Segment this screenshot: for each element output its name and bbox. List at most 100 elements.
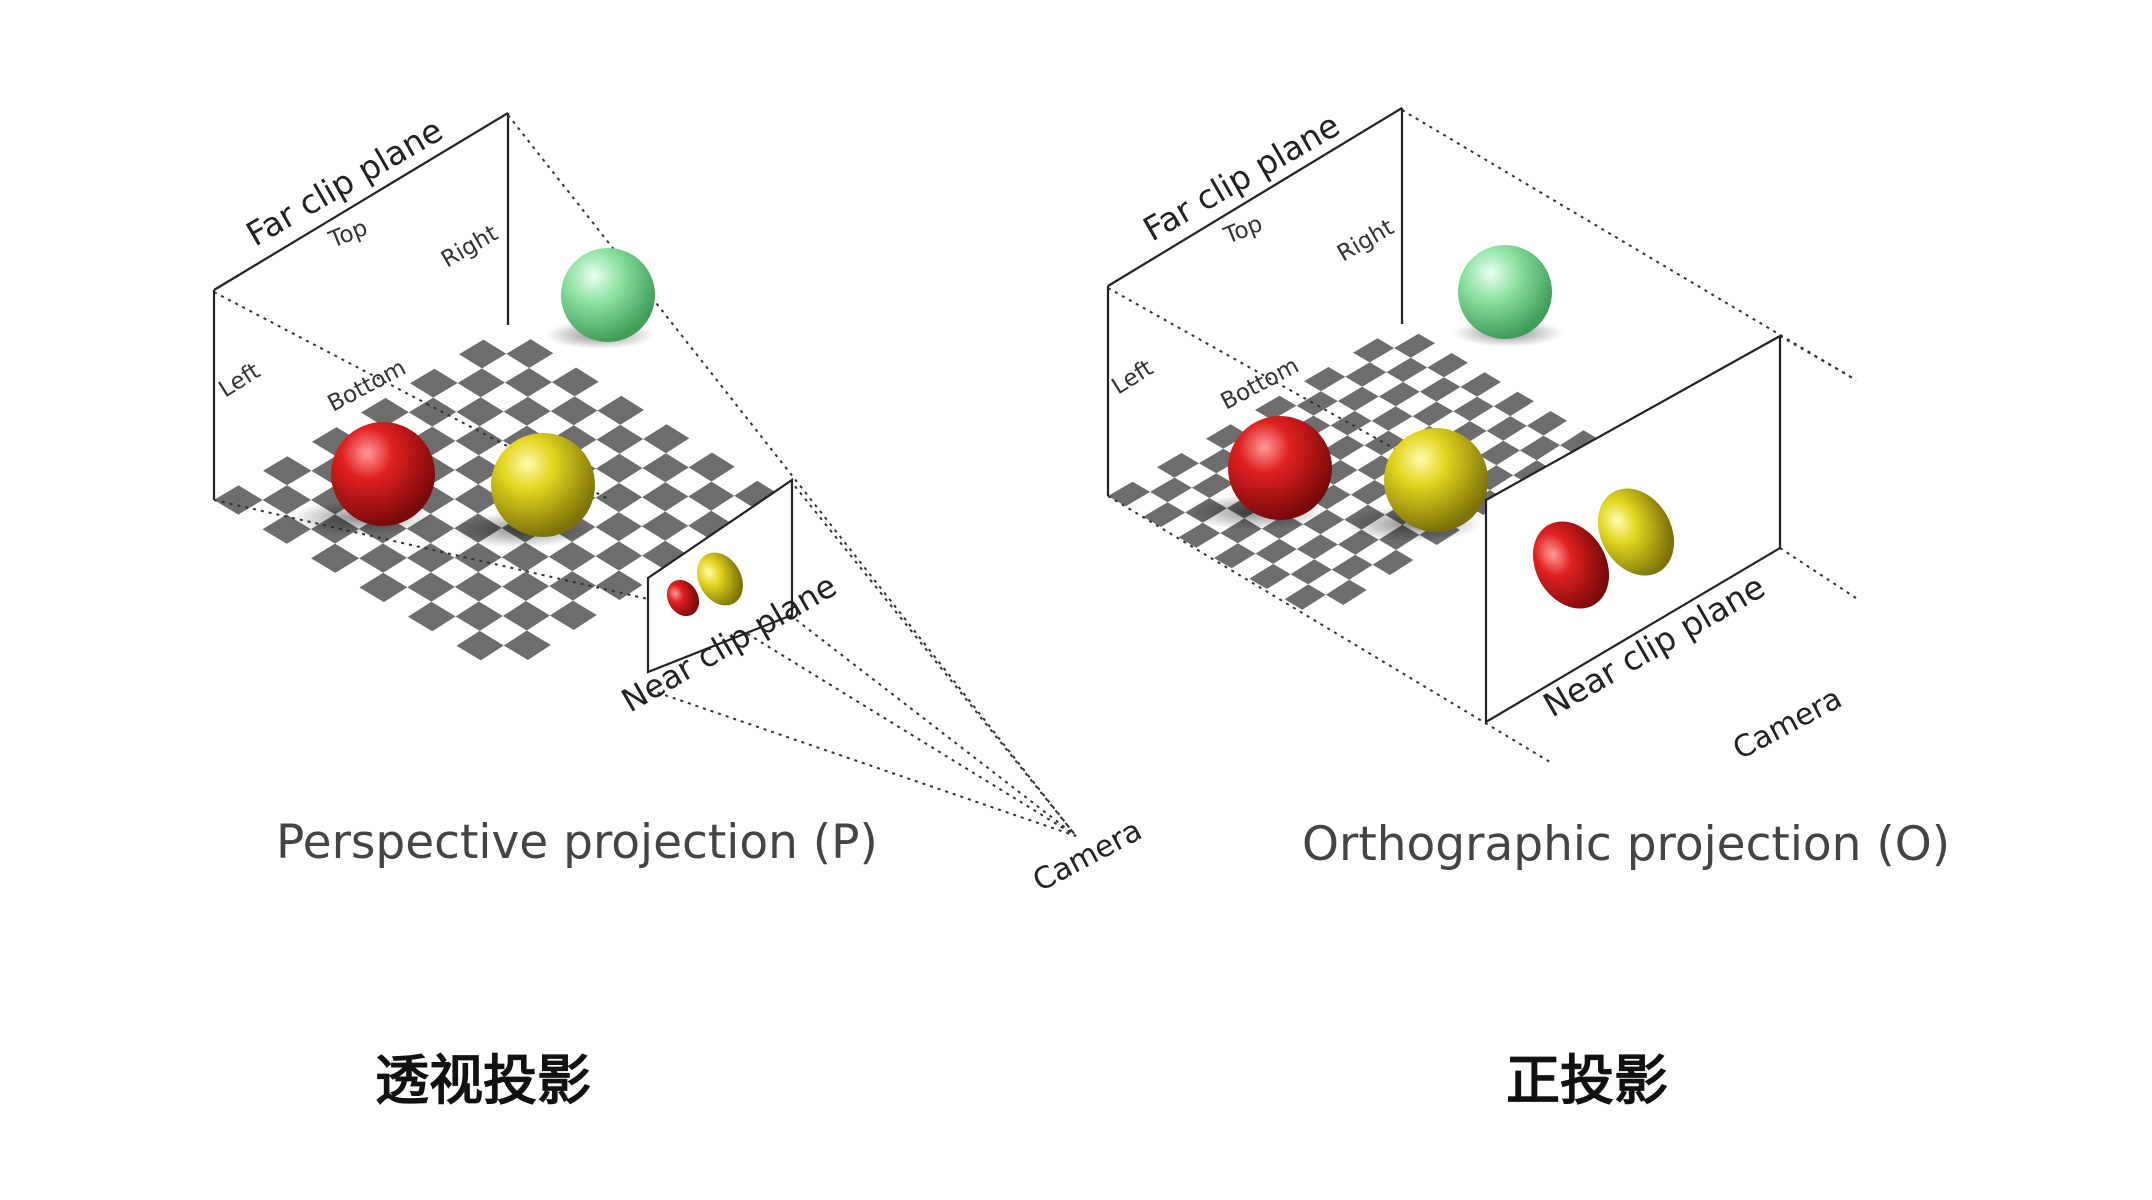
- floor-tile: [454, 542, 502, 573]
- floor-tile: [1350, 480, 1392, 505]
- floor-tile: [459, 339, 507, 369]
- floor-tile: [551, 367, 599, 397]
- floor-tile: [406, 513, 455, 544]
- floor-tile: [1353, 338, 1395, 363]
- near-plane-red-image: [1532, 521, 1610, 609]
- floor-tile: [1330, 411, 1372, 436]
- floor-tile: [455, 426, 503, 456]
- floor-tile: [359, 572, 408, 603]
- floor-tile: [1150, 477, 1192, 503]
- floor-tile: [361, 397, 409, 427]
- floor-tile: [1394, 333, 1435, 358]
- camera-label: Camera: [1727, 681, 1847, 767]
- green-sphere: [1458, 245, 1552, 339]
- floor-tile: [595, 482, 643, 513]
- right-label: Right: [437, 220, 502, 273]
- floor-tile: [410, 368, 458, 398]
- floor-tile: [642, 482, 689, 512]
- near-plane-yellow-image: [1597, 488, 1675, 576]
- floor-tile: [503, 630, 551, 660]
- orthographic-caption: Orthographic projection (O): [1302, 817, 1950, 872]
- floor-tile: [688, 510, 735, 540]
- floor-tile: [1108, 481, 1151, 507]
- floor-tile: [1290, 559, 1332, 585]
- floor-tile: [642, 453, 689, 483]
- floor-tile: [1214, 543, 1256, 569]
- near-plane-red-image: [666, 579, 700, 617]
- floor-tile: [1296, 391, 1338, 416]
- floor-tile: [456, 630, 504, 661]
- floor-tile: [1412, 401, 1454, 426]
- floor-tile: [502, 601, 550, 631]
- floor-tile: [1178, 522, 1221, 548]
- perspective-title: 透视投影: [375, 1049, 591, 1112]
- floor-tile: [642, 540, 689, 570]
- floor-tile: [1296, 534, 1338, 560]
- floor-tile: [1143, 502, 1186, 527]
- floor-tile: [1378, 382, 1420, 407]
- top-label: Top: [325, 215, 372, 254]
- yellow-sphere: [1384, 428, 1488, 532]
- floor-tile: [597, 395, 644, 425]
- floor-tile: [214, 485, 263, 515]
- floor-tile: [1323, 435, 1365, 460]
- floor-tile: [549, 571, 596, 601]
- floor-tile: [359, 543, 407, 573]
- floor-tile: [456, 397, 504, 427]
- yellow-sphere: [491, 433, 595, 537]
- floor-tile: [501, 542, 549, 572]
- floor-tile: [643, 424, 690, 454]
- floor-tile: [596, 570, 643, 600]
- floor-tile: [1519, 435, 1561, 461]
- floor-tile: [550, 396, 598, 426]
- floor-tile: [1309, 484, 1351, 510]
- floor-tile: [408, 601, 456, 632]
- floor-tile: [1453, 396, 1494, 422]
- floor-tile: [1206, 424, 1248, 449]
- left-label: Left: [1107, 355, 1157, 400]
- floor-tile: [1345, 362, 1387, 387]
- floor-tile: [1419, 377, 1461, 402]
- floor-tile: [1427, 353, 1468, 378]
- floor-tile: [595, 541, 643, 571]
- red-sphere: [331, 422, 435, 526]
- orthographic-title: 正投影: [1506, 1049, 1668, 1112]
- floor-tile: [502, 571, 550, 601]
- perspective-caption: Perspective projection (P): [276, 815, 878, 870]
- floor-tile: [1304, 367, 1346, 392]
- floor-tile: [457, 368, 505, 398]
- perspective-diagram: Far clip plane Top Right Left Bottom Nea…: [212, 110, 1148, 899]
- floor-tile: [1337, 386, 1379, 411]
- floor-tile: [454, 572, 503, 602]
- orthographic-diagram: Far clip plane Top Right Left Bottom Nea…: [1106, 105, 1950, 872]
- floor-tile: [311, 543, 360, 573]
- floor-tile: [1479, 440, 1520, 466]
- floor-tile: [1526, 411, 1567, 436]
- floor-tile: [596, 424, 644, 454]
- floor-tile: [1255, 538, 1297, 564]
- near-plane-yellow-image: [697, 552, 743, 606]
- floor-tile: [408, 397, 457, 427]
- floor-tile: [407, 572, 455, 602]
- floor-tile: [1284, 584, 1326, 610]
- floor-tile: [1191, 473, 1234, 498]
- far-clip-frame: [1106, 107, 1404, 496]
- floor-tile: [1331, 554, 1373, 580]
- floor-tile: [688, 481, 735, 511]
- floor-tile: [1493, 391, 1534, 417]
- floor-tile: [1157, 453, 1199, 478]
- top-label: Top: [1220, 211, 1267, 250]
- far-clip-frame: [212, 112, 510, 500]
- green-sphere: [561, 248, 655, 342]
- floor-tile: [1560, 430, 1600, 455]
- floor-tile: [1486, 416, 1527, 441]
- floor-tile: [1386, 357, 1428, 382]
- floor-tile: [1364, 430, 1406, 456]
- right-label: Right: [1333, 214, 1398, 267]
- left-label: Left: [214, 358, 264, 403]
- floor-tile: [406, 543, 455, 573]
- floor-tile: [549, 600, 597, 630]
- floor-tile: [595, 453, 643, 483]
